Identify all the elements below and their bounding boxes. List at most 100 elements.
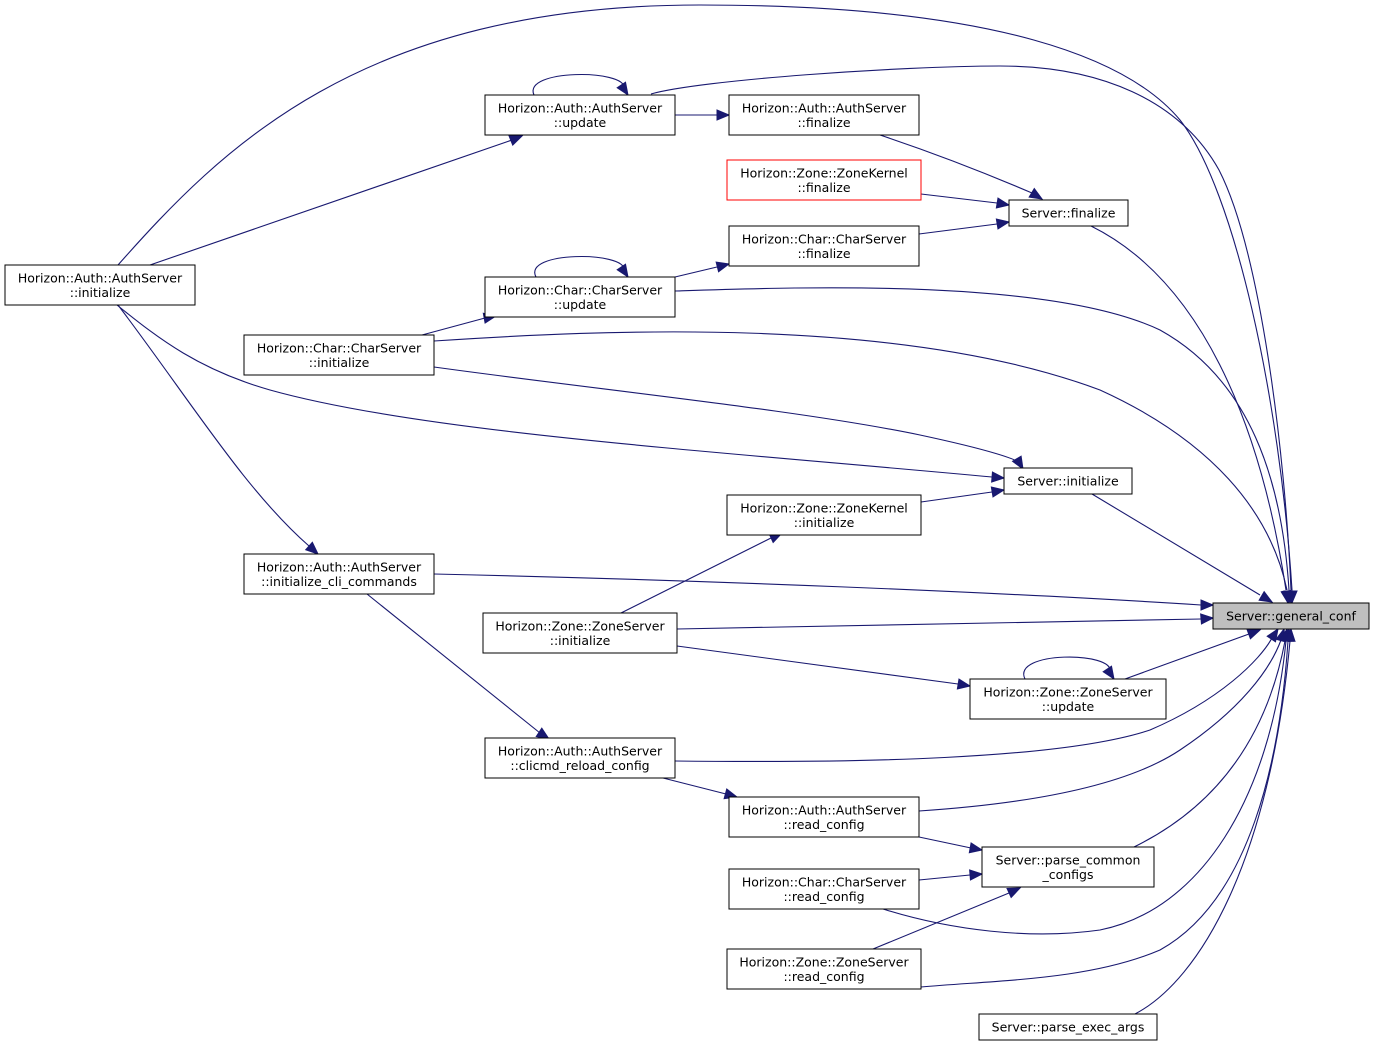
arrow-head-icon xyxy=(304,541,319,555)
node-label: Horizon::Auth::AuthServer xyxy=(742,802,907,817)
nodes-layer: Horizon::Auth::AuthServer::updateHorizon… xyxy=(4,94,1370,1041)
node-label: ::initialize xyxy=(550,633,611,648)
edge-line xyxy=(650,65,1292,591)
node-box[interactable] xyxy=(978,1013,1158,1041)
arrow-head-icon xyxy=(1200,613,1215,625)
arrow-head-icon xyxy=(956,678,972,690)
node-zone-read[interactable]: Horizon::Zone::ZoneServer::read_config xyxy=(726,948,922,990)
node-zk-finalize[interactable]: Horizon::Zone::ZoneKernel::finalize xyxy=(726,159,922,201)
arrow-head-icon xyxy=(995,218,1011,230)
edge-line xyxy=(1023,656,1111,680)
edge-auth_finalize-to-server_finalize xyxy=(879,134,1044,200)
edge-line xyxy=(674,266,718,278)
edge-auth_init-to-auth_update xyxy=(149,135,524,266)
node-box[interactable] xyxy=(243,553,435,595)
edge-char_finalize-to-server_finalize xyxy=(918,218,1011,235)
node-label: ::clicmd_reload_config xyxy=(510,758,649,773)
edge-line xyxy=(918,639,1282,812)
node-box[interactable] xyxy=(1003,467,1133,495)
edge-zone_init-to-zone_update xyxy=(676,645,972,690)
node-auth-reload[interactable]: Horizon::Auth::AuthServer::clicmd_reload… xyxy=(484,737,676,779)
edge-line xyxy=(882,640,1287,935)
node-label: Server::parse_exec_args xyxy=(992,1020,1145,1035)
edge-zone_update-to-general_conf xyxy=(1124,628,1262,680)
node-zone-update[interactable]: Horizon::Zone::ZoneServer::update xyxy=(969,678,1167,720)
edge-line xyxy=(433,366,1021,465)
node-char-read[interactable]: Horizon::Char::CharServer::read_config xyxy=(728,868,920,910)
edge-line xyxy=(433,331,1288,591)
node-box[interactable] xyxy=(728,796,920,838)
node-zone-init[interactable]: Horizon::Zone::ZoneServer::initialize xyxy=(482,612,678,654)
edge-zone_init-to-general_conf xyxy=(676,613,1215,630)
edge-line xyxy=(918,874,971,881)
node-label: Server::parse_common xyxy=(996,852,1141,867)
node-box[interactable] xyxy=(484,737,676,779)
node-label: Horizon::Auth::AuthServer xyxy=(498,743,663,758)
node-box[interactable] xyxy=(728,94,920,136)
node-box[interactable] xyxy=(726,948,922,990)
node-box[interactable] xyxy=(1212,602,1370,630)
node-label: Horizon::Auth::AuthServer xyxy=(257,559,422,574)
node-label: Horizon::Zone::ZoneServer xyxy=(495,618,665,633)
node-server-finalize[interactable]: Server::finalize xyxy=(1008,199,1129,227)
edge-auth_cli-to-general_conf xyxy=(433,573,1215,611)
edge-auth_read-to-parse_common xyxy=(918,836,984,854)
node-box[interactable] xyxy=(728,225,920,267)
arrow-head-icon xyxy=(535,727,551,740)
node-char-update[interactable]: Horizon::Char::CharServer::update xyxy=(484,276,676,318)
node-label: Horizon::Zone::ZoneServer xyxy=(983,684,1153,699)
edge-zk_init-to-server_init xyxy=(920,486,1006,503)
node-box[interactable] xyxy=(726,159,922,201)
edge-zone_update-to-zone_update xyxy=(1023,656,1115,681)
node-label: ::initialize xyxy=(70,285,131,300)
node-box[interactable] xyxy=(969,678,1167,720)
node-parse-exec[interactable]: Server::parse_exec_args xyxy=(978,1013,1158,1041)
edge-auth_update-to-auth_update xyxy=(532,73,629,97)
node-box[interactable] xyxy=(728,868,920,910)
node-label: Horizon::Auth::AuthServer xyxy=(18,270,183,285)
edge-line xyxy=(1090,225,1287,591)
arrow-head-icon xyxy=(715,261,731,273)
node-box[interactable] xyxy=(482,612,678,654)
edges-layer xyxy=(116,4,1298,1015)
edge-zk_finalize-to-server_finalize xyxy=(920,193,1011,209)
node-general-conf[interactable]: Server::general_conf xyxy=(1212,602,1370,630)
node-auth-cli[interactable]: Horizon::Auth::AuthServer::initialize_cl… xyxy=(243,553,435,595)
arrow-head-icon xyxy=(1266,627,1279,643)
node-zk-init[interactable]: Horizon::Zone::ZoneKernel::initialize xyxy=(726,494,922,536)
node-label: Horizon::Zone::ZoneKernel xyxy=(740,500,908,515)
node-box[interactable] xyxy=(981,846,1155,888)
arrow-head-icon xyxy=(968,842,984,854)
node-box[interactable] xyxy=(484,276,676,318)
node-box[interactable] xyxy=(4,264,196,306)
node-box[interactable] xyxy=(1008,199,1129,227)
arrow-head-icon xyxy=(1281,590,1293,605)
edge-line xyxy=(920,491,993,503)
edge-char_update-to-char_finalize xyxy=(674,261,731,278)
node-box[interactable] xyxy=(726,494,922,536)
node-box[interactable] xyxy=(484,94,676,136)
edge-line xyxy=(674,287,1290,591)
node-char-finalize[interactable]: Horizon::Char::CharServer::finalize xyxy=(728,225,920,267)
edge-server_init-to-general_conf xyxy=(1091,493,1274,603)
edge-line xyxy=(1134,640,1291,1015)
node-auth-update[interactable]: Horizon::Auth::AuthServer::update xyxy=(484,94,676,136)
node-label: ::update xyxy=(554,297,607,312)
edge-line xyxy=(149,139,513,266)
node-parse-common[interactable]: Server::parse_common_configs xyxy=(981,846,1155,888)
node-box[interactable] xyxy=(243,334,435,376)
node-label: ::initialize_cli_commands xyxy=(261,574,417,589)
node-server-init[interactable]: Server::initialize xyxy=(1003,467,1133,495)
arrow-head-icon xyxy=(1258,590,1274,603)
arrow-head-icon xyxy=(1011,455,1024,471)
node-auth-finalize[interactable]: Horizon::Auth::AuthServer::finalize xyxy=(728,94,920,136)
edge-line xyxy=(918,836,972,849)
arrow-head-icon xyxy=(1028,187,1044,200)
node-char-init[interactable]: Horizon::Char::CharServer::initialize xyxy=(243,334,435,376)
node-auth-read[interactable]: Horizon::Auth::AuthServer::read_config xyxy=(728,796,920,838)
node-auth-init[interactable]: Horizon::Auth::AuthServer::initialize xyxy=(4,264,196,306)
edge-char_init-to-server_init xyxy=(433,366,1024,471)
edge-auth_reload-to-general_conf xyxy=(674,627,1279,763)
edge-line xyxy=(1124,633,1250,680)
node-label: ::finalize xyxy=(797,246,850,261)
